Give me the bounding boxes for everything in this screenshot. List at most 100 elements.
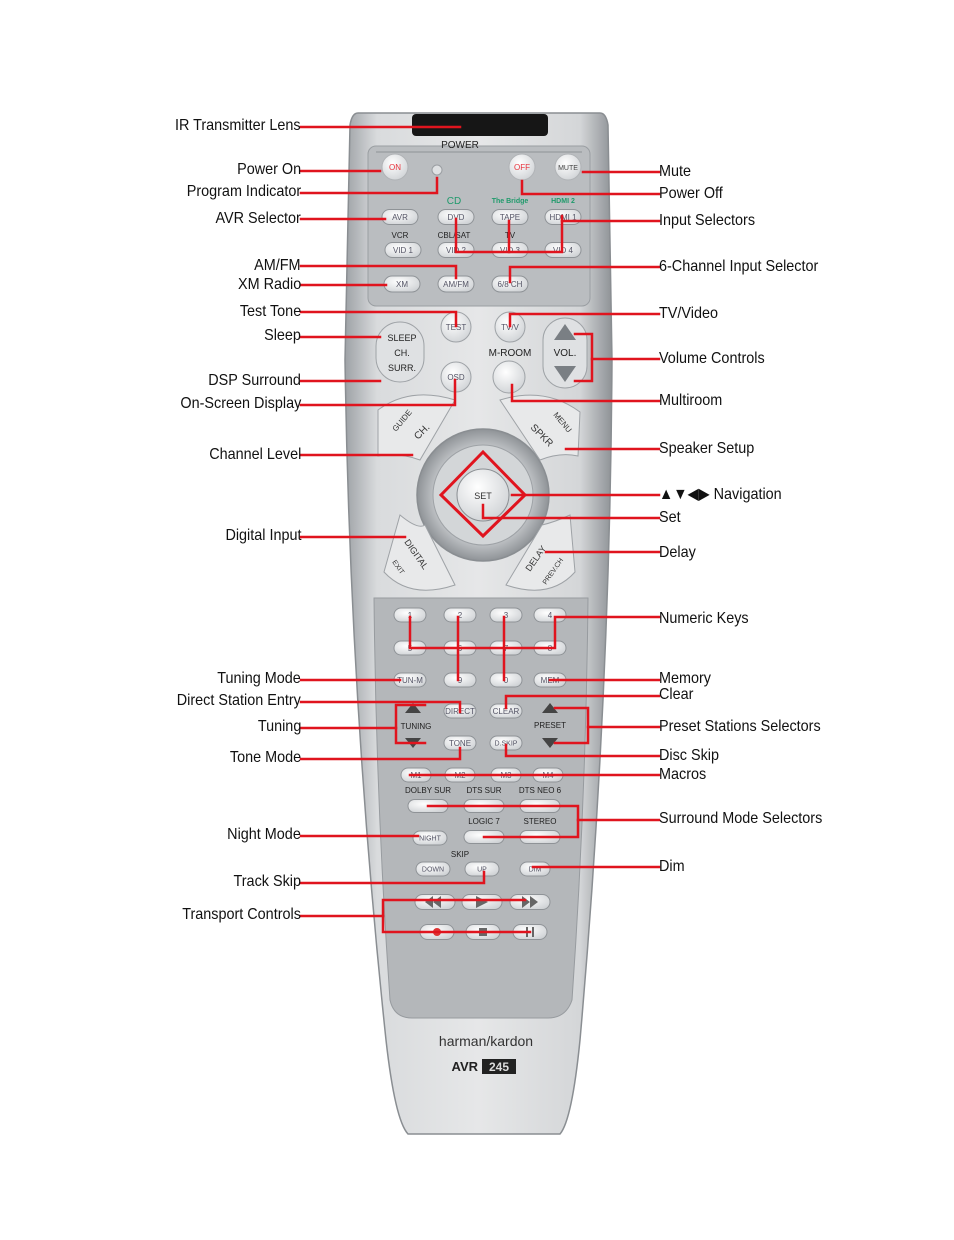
svg-text:TV/V: TV/V (501, 323, 519, 332)
callout-navigation: ▲▼◀▶ Navigation (659, 486, 782, 503)
leader-transport-a (299, 898, 527, 918)
leader-transport-b (381, 914, 532, 934)
leader-numeric-a (408, 615, 661, 650)
clear-button[interactable]: CLEAR (489, 703, 523, 719)
spkr-menu-button[interactable] (499, 394, 581, 461)
dolby-sur-label: DOLBY SUR (405, 786, 451, 795)
callout-am-fm: AM/FM (254, 257, 301, 274)
sleep-surr-rocker[interactable] (375, 321, 425, 383)
volume-rocker[interactable] (542, 317, 588, 389)
cd-label: CD (447, 196, 461, 207)
tunm-button[interactable]: TUN-M (393, 672, 427, 688)
callout-set: Set (659, 509, 681, 526)
svg-text:ON: ON (389, 163, 401, 172)
ch-label: CH. (394, 348, 410, 358)
dim-button[interactable]: DIM (519, 861, 551, 877)
key-0[interactable]: 0 (489, 672, 523, 688)
skip-up-button[interactable]: UP (464, 861, 500, 877)
amfm-button[interactable]: AM/FM (437, 275, 475, 293)
on-button[interactable]: ON (381, 153, 409, 181)
svg-text:4: 4 (548, 611, 553, 620)
callout-multiroom: Multiroom (659, 392, 723, 409)
tone-button[interactable]: TONE (443, 735, 477, 751)
preset-down-icon[interactable] (542, 738, 558, 748)
surr-label: SURR. (388, 363, 416, 373)
mute-button[interactable]: MUTE (554, 153, 582, 181)
callout-preset: Preset Stations Selectors (659, 718, 821, 735)
delay-prevch-button[interactable] (505, 514, 576, 591)
leader-volume-a (573, 332, 661, 361)
off-button[interactable]: OFF (508, 153, 536, 181)
key-2[interactable]: 2 (443, 607, 477, 623)
multiroom-button[interactable] (492, 360, 526, 394)
svg-text:CLEAR: CLEAR (493, 707, 520, 716)
tuning-up-icon[interactable] (405, 703, 421, 713)
bridge-label: The Bridge (492, 198, 529, 205)
callout-ir-lens: IR Transmitter Lens (175, 117, 301, 134)
night-button[interactable]: NIGHT (412, 830, 448, 846)
model-prefix: AVR (452, 1059, 479, 1074)
preset-up-icon[interactable] (542, 703, 558, 713)
svg-text:TAPE: TAPE (500, 213, 520, 222)
avr-button[interactable]: AVR (381, 209, 419, 225)
preset-label: PRESET (534, 721, 566, 730)
leader-direct-station (299, 700, 462, 714)
key-9[interactable]: 9 (443, 672, 477, 688)
callout-6ch-input: 6-Channel Input Selector (659, 258, 819, 275)
leader-multiroom (510, 383, 661, 403)
stereo-label: STEREO (524, 817, 557, 826)
callout-macros: Macros (659, 766, 707, 783)
key-3[interactable]: 3 (489, 607, 523, 623)
vid1-button[interactable]: VID 1 (384, 242, 422, 258)
callout-tv-video: TV/Video (659, 305, 718, 322)
leader-program-indicator (299, 176, 439, 195)
leader-tone-mode (299, 746, 462, 761)
callout-memory: Memory (659, 670, 712, 687)
svg-text:TEST: TEST (446, 323, 467, 332)
key-4[interactable]: 4 (533, 607, 567, 623)
svg-text:2: 2 (458, 611, 463, 620)
callout-xm-radio: XM Radio (237, 276, 301, 293)
callout-program-indicator: Program Indicator (186, 183, 301, 200)
vol-down-icon[interactable] (554, 366, 576, 382)
callout-avr-selector: AVR Selector (215, 210, 301, 227)
callout-transport: Transport Controls (182, 906, 301, 923)
set-button[interactable]: SET (456, 468, 510, 522)
digital-exit-button[interactable] (383, 514, 456, 591)
svg-text:TUN-M: TUN-M (397, 676, 423, 685)
vol-up-icon[interactable] (554, 324, 576, 340)
callout-clear: Clear (659, 686, 694, 703)
leader-6ch (508, 265, 661, 284)
svg-text:TONE: TONE (449, 739, 471, 748)
leader-disc-skip (504, 743, 661, 758)
ir-lens (412, 114, 548, 136)
callout-dim: Dim (659, 858, 685, 875)
leader-clear (504, 694, 661, 710)
logic7-label: LOGIC 7 (468, 817, 500, 826)
callout-channel-level: Channel Level (208, 446, 301, 463)
callout-input-selectors: Input Selectors (659, 212, 756, 229)
callout-speaker-setup: Speaker Setup (659, 440, 755, 457)
svg-text:XM: XM (396, 280, 408, 289)
callout-power-on: Power On (236, 161, 301, 178)
svg-text:UP: UP (477, 866, 487, 873)
xm-button[interactable]: XM (383, 275, 421, 293)
svg-text:VID 3: VID 3 (500, 246, 521, 255)
svg-text:3: 3 (504, 611, 509, 620)
callout-direct-station: Direct Station Entry (176, 692, 301, 709)
svg-text:SET: SET (474, 491, 492, 501)
leader-am-fm (299, 264, 458, 280)
tuning-label: TUNING (401, 722, 432, 731)
navigation-diamond (438, 449, 528, 539)
callout-mute: Mute (659, 163, 692, 180)
tv-label: TV (505, 231, 516, 240)
model-badge (482, 1059, 516, 1074)
leader-power-off (520, 179, 661, 196)
svg-text:VID 1: VID 1 (393, 246, 414, 255)
callout-night-mode: Night Mode (227, 826, 301, 843)
svg-text:VID 4: VID 4 (553, 246, 574, 255)
skip-down-button[interactable]: DOWN (415, 861, 451, 877)
callout-power-off: Power Off (659, 185, 723, 202)
pause-icon (526, 927, 534, 937)
leader-surround-b (482, 818, 580, 839)
